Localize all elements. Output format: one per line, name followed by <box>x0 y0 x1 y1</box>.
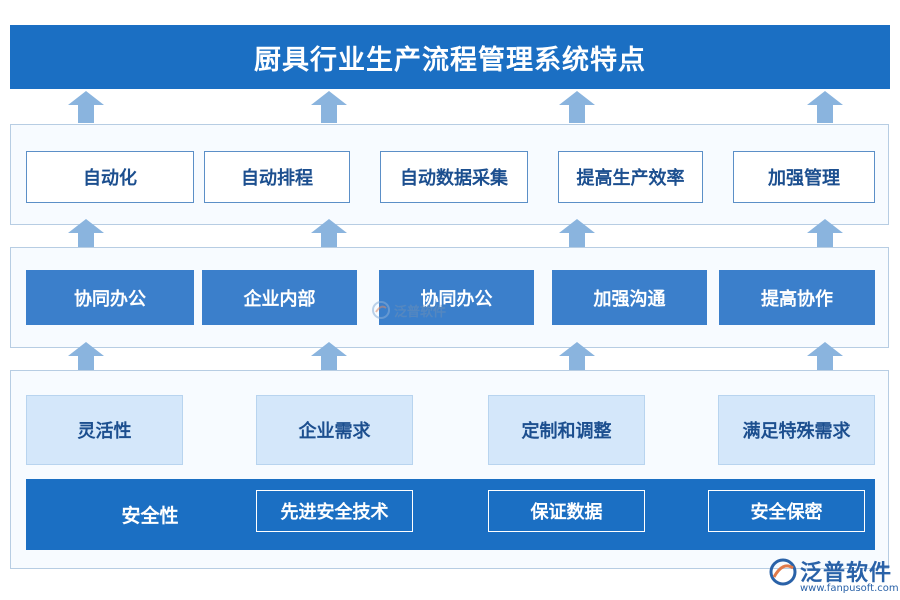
up-arrow-icon <box>807 219 843 251</box>
feature-improve-efficiency: 提高生产效率 <box>558 151 703 203</box>
up-arrow-icon <box>807 91 843 123</box>
feature-auto-data-collection: 自动数据采集 <box>380 151 528 203</box>
up-arrow-icon <box>559 91 595 123</box>
brand-logo: 泛普软件 www.fanpusoft.com <box>768 553 899 599</box>
brand-logo-icon <box>769 558 797 586</box>
security-confidentiality: 安全保密 <box>708 490 865 532</box>
special-needs-box: 满足特殊需求 <box>718 395 875 465</box>
up-arrow-icon <box>68 219 104 251</box>
feature-automation: 自动化 <box>26 151 194 203</box>
up-arrow-icon <box>68 342 104 374</box>
enterprise-needs-box: 企业需求 <box>256 395 413 465</box>
customization-box: 定制和调整 <box>488 395 645 465</box>
up-arrow-icon <box>559 219 595 251</box>
watermark-logo-icon <box>372 301 390 319</box>
security-data-assurance: 保证数据 <box>488 490 645 532</box>
up-arrow-icon <box>559 342 595 374</box>
collab-office-1: 协同办公 <box>26 270 194 325</box>
up-arrow-icon <box>807 342 843 374</box>
brand-logo-name: 泛普软件 <box>800 561 893 586</box>
watermark-text: 泛普软件 <box>394 304 447 320</box>
flexibility-box: 灵活性 <box>26 395 183 465</box>
security-advanced-tech: 先进安全技术 <box>256 490 413 532</box>
collab-internal: 企业内部 <box>202 270 357 325</box>
feature-strengthen-management: 加强管理 <box>733 151 875 203</box>
security-label: 安全性 <box>121 505 179 527</box>
up-arrow-icon <box>311 91 347 123</box>
up-arrow-icon <box>311 342 347 374</box>
feature-auto-scheduling: 自动排程 <box>204 151 350 203</box>
up-arrow-icon <box>68 91 104 123</box>
brand-logo-url: www.fanpusoft.com <box>800 583 899 594</box>
page-title: 厨具行业生产流程管理系统特点 <box>10 25 890 89</box>
collab-office-2: 协同办公 <box>379 270 534 325</box>
up-arrow-icon <box>311 219 347 251</box>
watermark: 泛普软件 <box>372 296 472 324</box>
collab-cooperation: 提高协作 <box>719 270 875 325</box>
collab-communication: 加强沟通 <box>552 270 707 325</box>
